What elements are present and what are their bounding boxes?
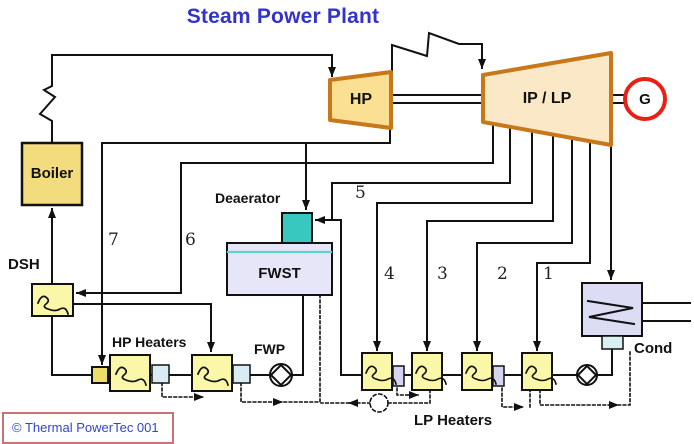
hp-heaters-label: HP Heaters <box>112 334 187 350</box>
lp-heater1-drain-line <box>539 389 619 409</box>
cond-label: Cond <box>634 340 673 357</box>
hp-heater1-drain-line <box>161 382 204 401</box>
extraction-label-6: 6 <box>185 230 196 250</box>
hp-heater1-drain-cooler-box <box>151 364 170 384</box>
extraction-line-7 <box>98 127 391 365</box>
extraction-line-3 <box>423 134 554 351</box>
fwst-label: FWST <box>258 265 301 282</box>
drain-pump <box>369 393 389 413</box>
page-title: Steam Power Plant <box>186 5 380 28</box>
hp-turbine-shape <box>328 70 393 130</box>
boiler-label: Boiler <box>30 165 74 182</box>
extraction-label-1: 1 <box>543 264 554 284</box>
hp-heater1-inlet-box <box>91 366 109 384</box>
extraction-label-4: 4 <box>384 264 395 284</box>
hp-heater2-drain-cooler-box <box>232 364 251 384</box>
condenser-outlet-line <box>596 348 613 376</box>
copyright-text: © Thermal PowerTec 001 <box>12 420 159 435</box>
lp-interstage-box-b <box>492 365 505 387</box>
lp-heaters-label: LP Heaters <box>414 412 493 429</box>
shaft-hp-iplp <box>392 94 482 104</box>
main-steam-line <box>38 54 336 144</box>
iplp-turbine-shape <box>481 51 613 147</box>
extraction-line-6 <box>76 124 494 297</box>
lp-heater2-drain-line <box>501 382 524 411</box>
copyright-box <box>2 412 174 444</box>
process-lines <box>38 31 691 376</box>
extraction-label-3: 3 <box>437 264 448 284</box>
lp-heater1-box <box>521 352 553 391</box>
fwp-pump <box>269 363 293 387</box>
extraction-label-5: 5 <box>355 183 366 203</box>
extraction-label-7: 7 <box>108 230 119 250</box>
extraction-label-2: 2 <box>497 264 508 284</box>
deaerator-box <box>281 212 313 244</box>
dsh-outlet-line <box>72 303 215 352</box>
deaerator-label: Deaerator <box>215 190 281 206</box>
boiler-box <box>20 141 84 207</box>
iplp-turbine-label: IP / LP <box>522 90 572 107</box>
reheat-line <box>391 31 486 73</box>
condenser-box <box>581 282 643 337</box>
lp-interstage-box-a <box>392 365 405 387</box>
hp-turbine-label: HP <box>349 91 373 108</box>
extraction-line-2 <box>473 137 573 351</box>
drain-to-condenser-line <box>617 350 631 406</box>
dsh-label: DSH <box>8 256 40 273</box>
generator-circle <box>623 77 667 121</box>
condensate-pump <box>576 364 598 386</box>
lp-heater4-drain-line <box>396 382 419 399</box>
extraction-line-1 <box>533 140 591 351</box>
hp-heater2-drain-line <box>240 382 283 406</box>
drain-lines <box>161 294 631 413</box>
lp-heater3-drain-line <box>348 389 431 407</box>
fwp-label: FWP <box>254 341 286 357</box>
hotwell-box <box>601 335 624 350</box>
extraction-line-4 <box>373 130 533 351</box>
equipment <box>20 51 667 392</box>
generator-label: G <box>639 91 651 108</box>
extraction-line-5 <box>331 127 511 221</box>
condenser-coil-icon <box>586 299 636 326</box>
